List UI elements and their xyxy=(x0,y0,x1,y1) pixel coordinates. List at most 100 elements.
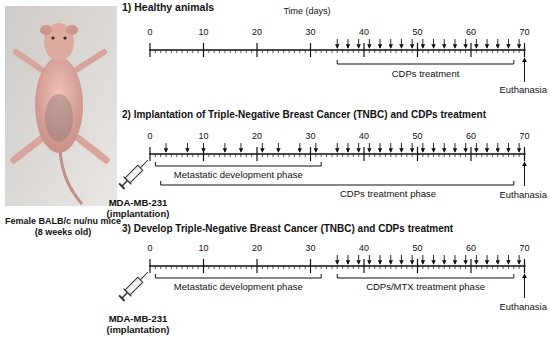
timeline-label: 60 xyxy=(466,131,476,142)
dose-arrow xyxy=(337,143,338,152)
minor-tick xyxy=(208,266,209,269)
timeline-label: CDPs treatment phase xyxy=(340,188,436,199)
timeline-label: 30 xyxy=(305,243,315,254)
minor-tick xyxy=(219,50,220,53)
minor-tick xyxy=(412,50,413,53)
dose-arrow xyxy=(412,255,413,264)
minor-tick xyxy=(294,154,295,157)
minor-tick xyxy=(331,154,332,157)
minor-tick xyxy=(454,50,455,53)
minor-tick xyxy=(503,154,504,157)
dose-arrow xyxy=(187,143,188,152)
timeline-label: 0 xyxy=(147,131,152,142)
minor-tick xyxy=(454,266,455,269)
minor-tick xyxy=(503,266,504,269)
minor-tick xyxy=(283,50,284,53)
minor-tick xyxy=(251,50,252,53)
minor-tick xyxy=(374,266,375,269)
annotation-label: MDA-MB-231 (implantation) xyxy=(100,313,176,335)
major-tick xyxy=(470,43,471,57)
minor-tick xyxy=(353,50,354,53)
minor-tick xyxy=(385,50,386,53)
major-tick xyxy=(149,43,150,57)
minor-tick xyxy=(171,50,172,53)
minor-tick xyxy=(353,266,354,269)
dose-arrow xyxy=(358,39,359,48)
major-tick xyxy=(310,259,311,273)
minor-tick xyxy=(187,154,188,157)
dose-arrow xyxy=(369,39,370,48)
minor-tick xyxy=(465,266,466,269)
timeline-label: 30 xyxy=(305,27,315,38)
minor-tick xyxy=(305,154,306,157)
dose-arrow xyxy=(519,255,520,264)
dose-arrow xyxy=(390,39,391,48)
timeline-label: 70 xyxy=(519,243,529,254)
minor-tick xyxy=(267,154,268,157)
timeline-label: CDPs treatment xyxy=(392,68,460,79)
minor-tick xyxy=(321,266,322,269)
minor-tick xyxy=(385,154,386,157)
dose-arrow xyxy=(380,143,381,152)
dose-arrow xyxy=(519,39,520,48)
minor-tick xyxy=(347,50,348,53)
minor-tick xyxy=(390,50,391,53)
timeline-label: 10 xyxy=(198,27,208,38)
minor-tick xyxy=(289,154,290,157)
minor-tick xyxy=(192,50,193,53)
dose-arrow xyxy=(465,143,466,152)
minor-tick xyxy=(171,266,172,269)
minor-tick xyxy=(438,266,439,269)
dose-arrow xyxy=(262,143,263,152)
dose-arrow xyxy=(369,143,370,152)
minor-tick xyxy=(481,266,482,269)
dose-arrow xyxy=(347,255,348,264)
dose-arrow xyxy=(401,143,402,152)
minor-tick xyxy=(198,154,199,157)
minor-tick xyxy=(460,154,461,157)
phase-bracket xyxy=(161,181,514,185)
minor-tick xyxy=(369,50,370,53)
minor-tick xyxy=(315,266,316,269)
dose-arrow xyxy=(401,39,402,48)
minor-tick xyxy=(396,50,397,53)
timeline-label: 60 xyxy=(466,243,476,254)
timeline-label: 10 xyxy=(198,243,208,254)
dose-arrow xyxy=(380,255,381,264)
major-tick xyxy=(417,259,418,273)
minor-tick xyxy=(187,50,188,53)
minor-tick xyxy=(315,50,316,53)
minor-tick xyxy=(476,266,477,269)
dose-arrow xyxy=(390,255,391,264)
dose-arrow xyxy=(497,255,498,264)
minor-tick xyxy=(278,266,279,269)
minor-tick xyxy=(497,266,498,269)
minor-tick xyxy=(337,50,338,53)
minor-tick xyxy=(380,50,381,53)
minor-tick xyxy=(401,50,402,53)
minor-tick xyxy=(278,50,279,53)
minor-tick xyxy=(487,50,488,53)
minor-tick xyxy=(519,154,520,157)
minor-tick xyxy=(481,50,482,53)
dose-arrow xyxy=(454,255,455,264)
dose-arrow xyxy=(476,39,477,48)
minor-tick xyxy=(315,154,316,157)
minor-tick xyxy=(353,154,354,157)
minor-tick xyxy=(176,154,177,157)
timeline-label: Time (days) xyxy=(283,6,330,17)
dose-arrow xyxy=(347,39,348,48)
minor-tick xyxy=(299,50,300,53)
timeline-axis xyxy=(149,143,526,186)
timeline-label: 0 xyxy=(147,27,152,38)
minor-tick xyxy=(449,154,450,157)
major-tick xyxy=(310,43,311,57)
major-tick xyxy=(524,147,525,161)
minor-tick xyxy=(326,266,327,269)
timeline-label: 50 xyxy=(412,131,422,142)
dose-arrow xyxy=(240,143,241,152)
minor-tick xyxy=(412,266,413,269)
dose-arrow xyxy=(508,143,509,152)
minor-tick xyxy=(438,50,439,53)
dose-arrow xyxy=(454,143,455,152)
